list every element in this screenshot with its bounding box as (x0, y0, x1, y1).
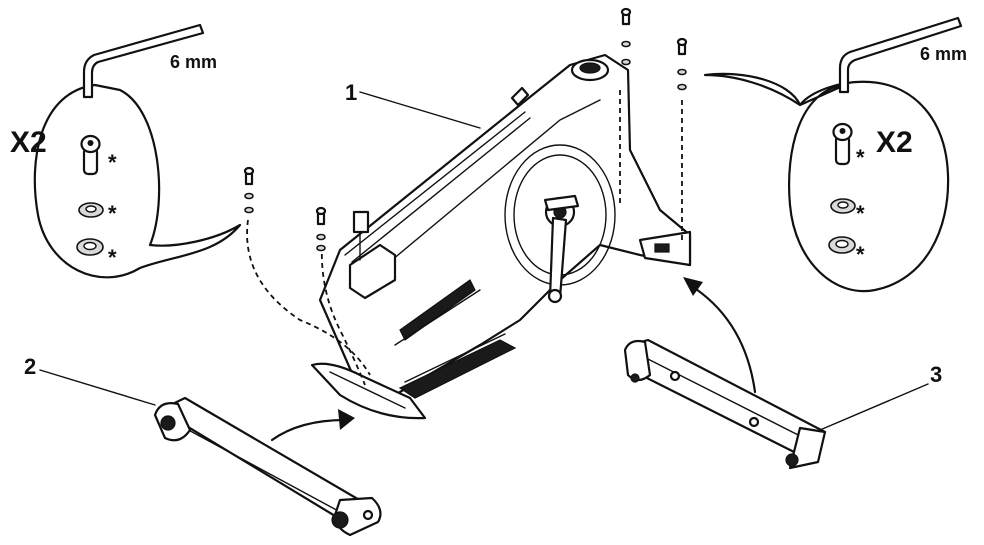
bolt-icon (676, 37, 688, 91)
right-hardware-callout: 6 mm X2 * * * (703, 16, 967, 293)
flat-washer-icon (76, 238, 104, 256)
right-tool-size: 6 mm (920, 44, 967, 64)
rear-stabilizer (623, 338, 827, 470)
left-bolt-mark: * (108, 150, 117, 175)
part-number-1: 1 (345, 80, 357, 105)
arrow-icon (270, 409, 355, 442)
bolt-icon (243, 166, 255, 214)
hex-key-icon (838, 16, 963, 94)
hex-key-icon (82, 23, 205, 99)
right-quantity: X2 (876, 126, 913, 159)
right-bolt-mark: * (856, 145, 865, 170)
bolt-icon (620, 7, 632, 66)
bolt-icon (832, 122, 853, 166)
leader-line (39, 369, 156, 406)
bolt-icon (80, 134, 101, 176)
spring-washer-icon (830, 198, 856, 214)
left-flat-washer-mark: * (108, 245, 117, 270)
part-number-3: 3 (930, 362, 942, 387)
arrow-icon (683, 277, 757, 394)
flat-washer-icon (828, 236, 856, 254)
leader-line (359, 91, 481, 129)
front-stabilizer (153, 396, 382, 537)
fastener-paths (243, 7, 688, 386)
left-quantity: X2 (10, 126, 47, 159)
leader-line (819, 383, 929, 431)
main-frame (310, 53, 692, 420)
right-spring-washer-mark: * (856, 201, 865, 226)
left-hardware-callout: 6 mm X2 * * * (10, 23, 242, 279)
right-flat-washer-mark: * (856, 242, 865, 267)
bolt-icon (315, 206, 327, 252)
spring-washer-icon (78, 202, 104, 218)
left-tool-size: 6 mm (170, 52, 217, 72)
left-spring-washer-mark: * (108, 201, 117, 226)
part-number-2: 2 (24, 354, 36, 379)
